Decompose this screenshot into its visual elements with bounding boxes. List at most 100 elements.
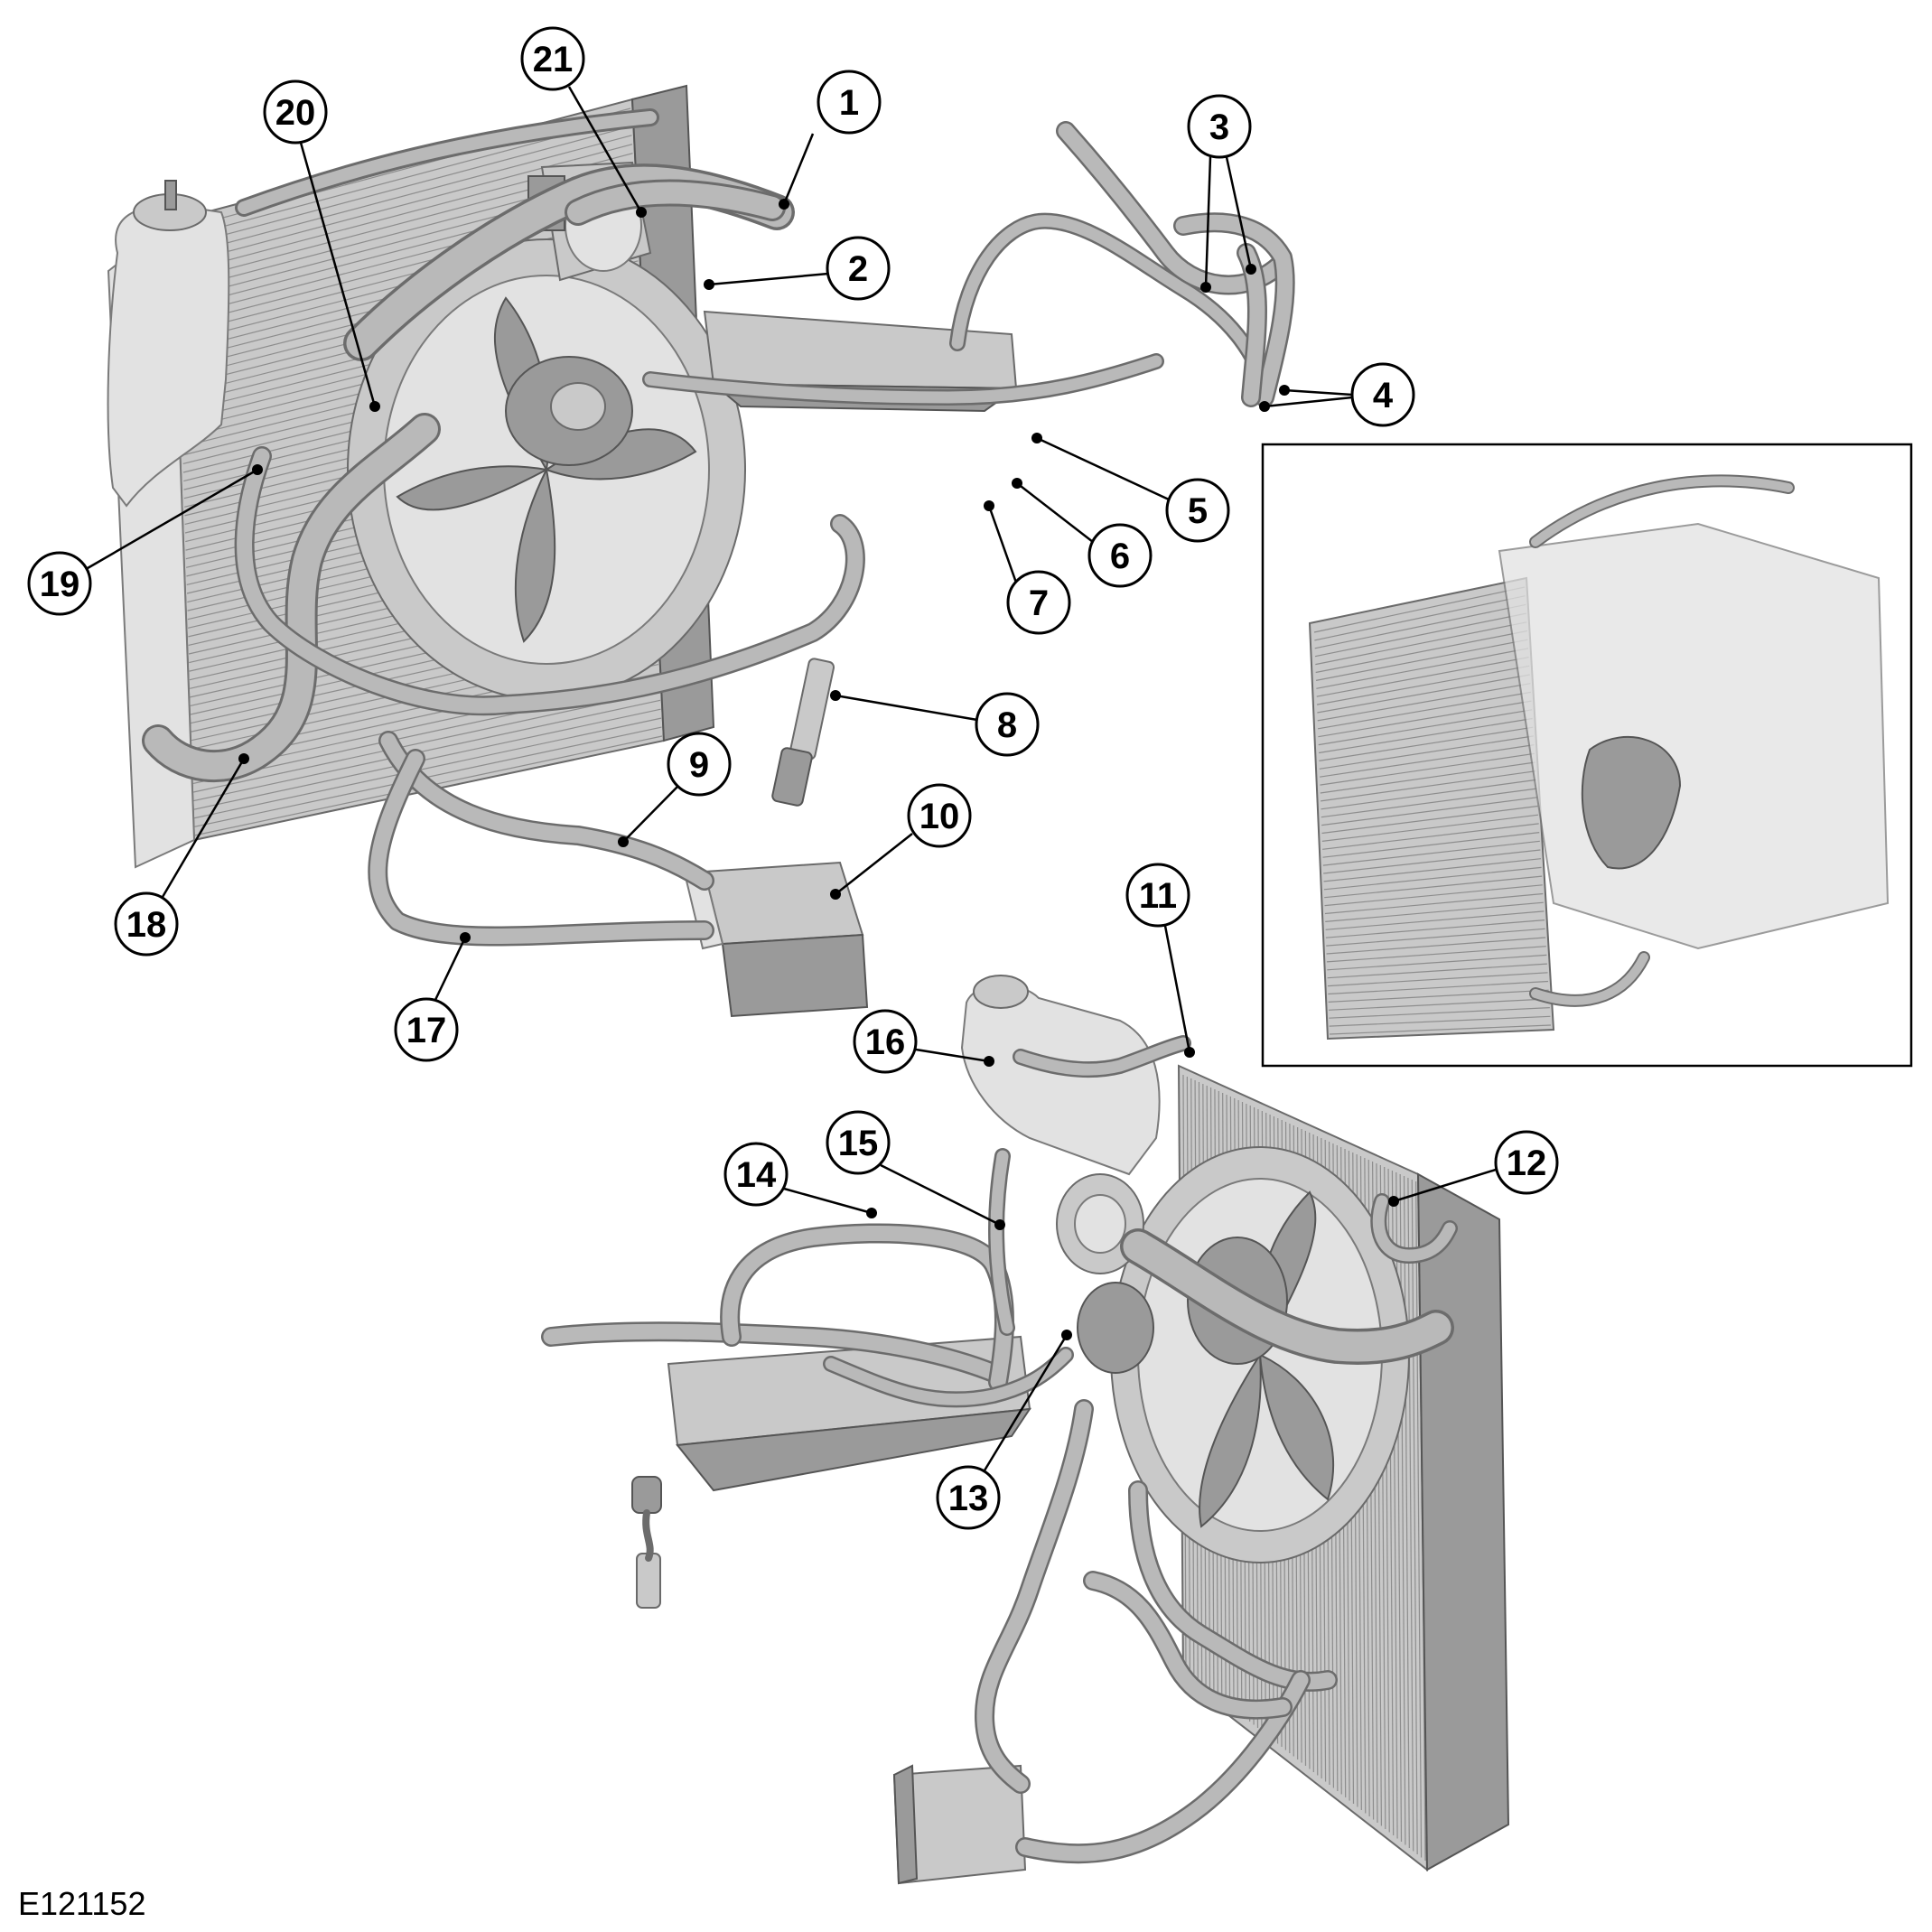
leader-line-13 bbox=[983, 1334, 1069, 1471]
lower-expansion-tank bbox=[960, 975, 1161, 1176]
callout-number-3: 3 bbox=[1209, 107, 1229, 147]
leader-dot-10 bbox=[830, 889, 841, 900]
leader-dot-8 bbox=[830, 690, 841, 701]
leader-dot-18 bbox=[238, 753, 249, 764]
callout-15: 15 bbox=[826, 1110, 891, 1175]
inset-radiator-fin bbox=[1317, 683, 1531, 722]
callout-number-4: 4 bbox=[1373, 376, 1394, 415]
callout-number-10: 10 bbox=[919, 797, 960, 836]
callout-11: 11 bbox=[1125, 863, 1190, 928]
lower-radiator-fin bbox=[1403, 1175, 1410, 1849]
callout-5: 5 bbox=[1165, 478, 1230, 543]
upper-radiator-fin bbox=[176, 144, 633, 266]
upper-radiator-fin bbox=[193, 717, 662, 819]
inset-radiator-fin bbox=[1327, 954, 1547, 971]
callout-bubble-2 bbox=[826, 236, 891, 301]
lower-temperature-sensor bbox=[631, 1476, 662, 1609]
inset-radiator-fin bbox=[1314, 612, 1526, 658]
callout-3: 3 bbox=[1187, 94, 1252, 159]
leader-dot-15 bbox=[994, 1219, 1005, 1230]
lower-radiator-fin bbox=[1415, 1181, 1423, 1858]
inset-radiator-fin bbox=[1328, 989, 1549, 1003]
leader-line-20 bbox=[299, 142, 377, 407]
leader-dot-13 bbox=[1061, 1330, 1072, 1340]
callout-bubble-12 bbox=[1494, 1130, 1559, 1195]
leader-dot-2 bbox=[704, 279, 714, 290]
inset-radiator-fin bbox=[1329, 1024, 1552, 1035]
callout-number-16: 16 bbox=[865, 1022, 906, 1062]
inset-radiator-fin bbox=[1321, 805, 1538, 835]
callout-bubble-20 bbox=[263, 79, 328, 145]
upper-temperature-sensor bbox=[771, 658, 835, 807]
callout-number-6: 6 bbox=[1110, 537, 1130, 576]
callout-bubble-14 bbox=[723, 1142, 789, 1207]
callout-number-12: 12 bbox=[1507, 1143, 1547, 1183]
callout-number-11: 11 bbox=[1139, 876, 1177, 916]
inset-radiator-fin bbox=[1329, 1015, 1551, 1027]
callout-13: 13 bbox=[936, 1465, 1001, 1530]
inset-radiator-fin bbox=[1317, 674, 1530, 714]
inset-radiator-fin bbox=[1322, 823, 1539, 850]
callout-1: 1 bbox=[817, 70, 882, 135]
callout-bubble-19 bbox=[27, 551, 92, 616]
callout-bubble-13 bbox=[936, 1465, 1001, 1530]
leader-dot-3-2 bbox=[1246, 264, 1256, 275]
callout-number-9: 9 bbox=[689, 745, 709, 785]
leader-line-4-2 bbox=[1264, 396, 1353, 408]
inset-radiator-fin bbox=[1324, 875, 1543, 899]
leader-lines bbox=[87, 86, 1497, 1471]
callout-9: 9 bbox=[667, 732, 732, 797]
leader-dot-7 bbox=[984, 500, 994, 511]
leader-line-21 bbox=[567, 86, 643, 213]
callout-18: 18 bbox=[114, 891, 179, 957]
leader-dot-12 bbox=[1388, 1196, 1399, 1207]
callout-bubble-18 bbox=[114, 891, 179, 957]
inset-radiator-fin bbox=[1326, 946, 1546, 963]
callout-number-19: 19 bbox=[40, 565, 80, 604]
inset-engine-view bbox=[1261, 443, 1913, 1068]
inset-radiator-fin bbox=[1323, 858, 1542, 882]
figure-reference-code: E121152 bbox=[18, 1885, 145, 1922]
leader-line-1 bbox=[782, 133, 815, 205]
callout-bubble-3 bbox=[1187, 94, 1252, 159]
leader-dot-1 bbox=[779, 199, 789, 210]
leader-line-8 bbox=[835, 694, 978, 722]
leader-line-3-1 bbox=[1204, 156, 1212, 288]
callout-10: 10 bbox=[907, 783, 972, 848]
leader-dot-20 bbox=[369, 401, 380, 412]
inset-radiator-fin bbox=[1316, 648, 1529, 689]
leader-line-11 bbox=[1163, 925, 1191, 1053]
callout-bubble-21 bbox=[520, 26, 585, 91]
upper-radiator-fin bbox=[193, 708, 661, 810]
callout-number-1: 1 bbox=[839, 83, 859, 123]
callout-bubble-9 bbox=[667, 732, 732, 797]
leader-line-17 bbox=[434, 937, 467, 1001]
leader-dot-4-2 bbox=[1259, 401, 1270, 412]
callout-bubble-16 bbox=[853, 1009, 918, 1074]
callout-bubble-4 bbox=[1350, 362, 1415, 427]
callout-19: 19 bbox=[27, 551, 92, 616]
callout-4: 4 bbox=[1350, 362, 1415, 427]
inset-radiator-fin bbox=[1328, 980, 1549, 995]
callout-number-15: 15 bbox=[838, 1124, 879, 1163]
leader-dot-16 bbox=[984, 1056, 994, 1067]
inset-radiator-fin bbox=[1317, 691, 1532, 730]
leader-line-15 bbox=[880, 1163, 1001, 1227]
callout-number-18: 18 bbox=[126, 905, 167, 945]
inset-radiator-fin bbox=[1321, 797, 1537, 826]
inset-radiator-fin bbox=[1322, 832, 1540, 858]
inset-radiator-fin bbox=[1321, 788, 1537, 818]
inset-radiator-fin bbox=[1314, 595, 1526, 641]
callout-number-5: 5 bbox=[1188, 491, 1208, 531]
callout-bubble-6 bbox=[1087, 523, 1153, 588]
leader-line-7 bbox=[987, 505, 1018, 583]
leader-dot-21 bbox=[636, 207, 647, 218]
leader-line-6 bbox=[1016, 482, 1094, 543]
leader-line-16 bbox=[915, 1048, 990, 1063]
inset-radiator-fin bbox=[1327, 972, 1548, 987]
callout-number-8: 8 bbox=[997, 705, 1017, 745]
upper-radiator-fin bbox=[176, 126, 632, 248]
callout-bubble-1 bbox=[817, 70, 882, 135]
callout-bubble-17 bbox=[394, 997, 459, 1062]
